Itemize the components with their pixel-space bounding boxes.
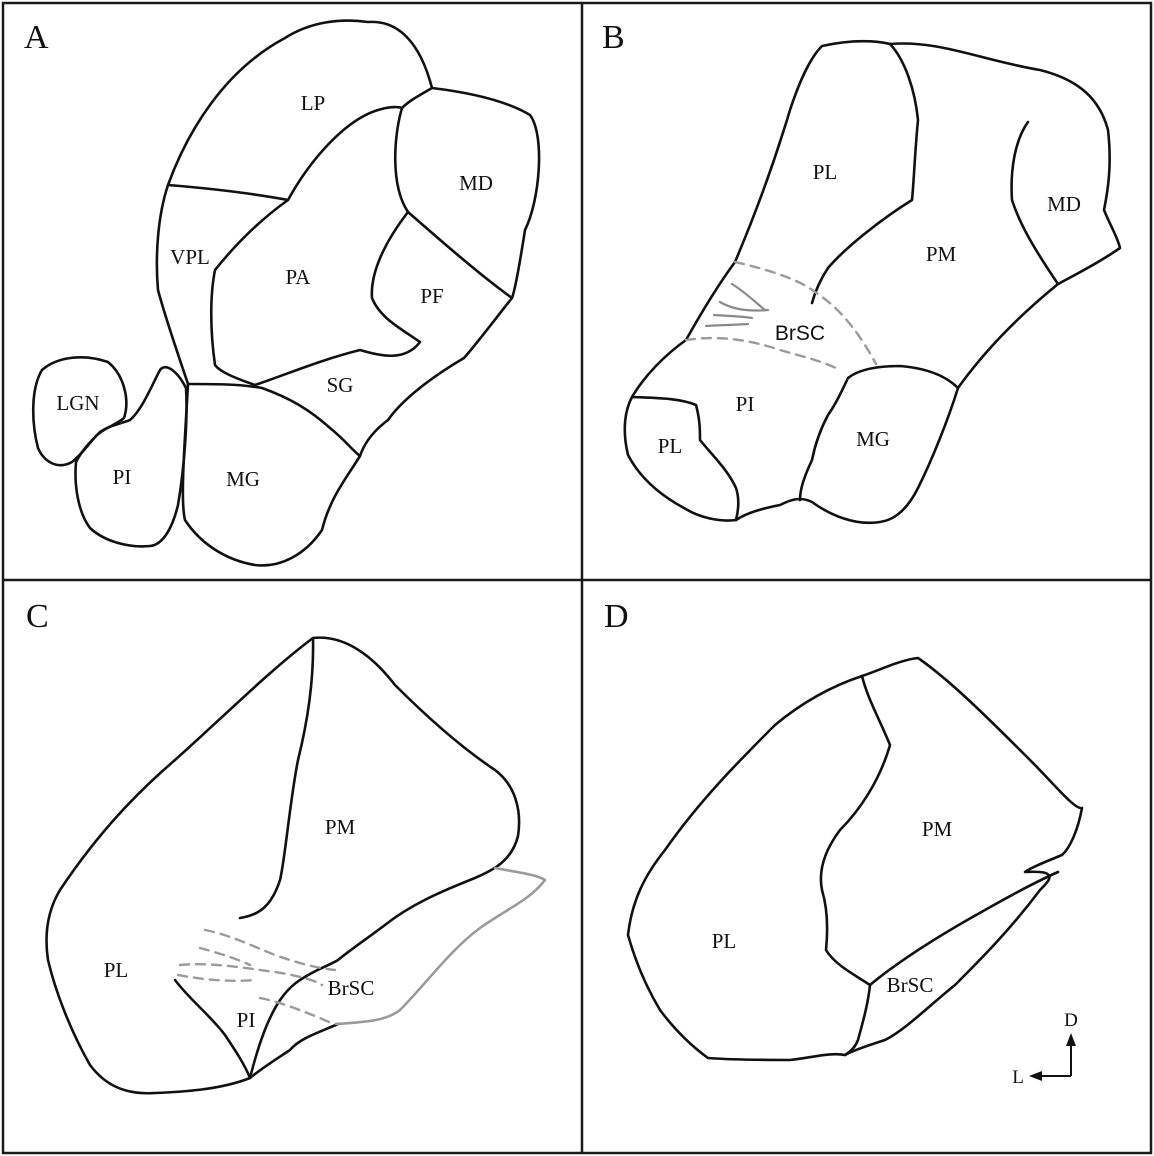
label-md-b: MD xyxy=(1047,192,1081,216)
brsc-dash-c-5 xyxy=(260,998,338,1024)
label-brsc-d: BrSC xyxy=(887,973,934,997)
label-pl-b-top: PL xyxy=(813,160,838,184)
label-lgn: LGN xyxy=(56,391,99,415)
panel-d-main-outline xyxy=(628,658,1082,1060)
boundary-d-pl-pm xyxy=(821,676,890,985)
brsc-fiber-4 xyxy=(706,324,748,326)
panel-letter-b: B xyxy=(602,19,625,56)
label-md-a: MD xyxy=(459,171,493,195)
boundary-c-pl-pm xyxy=(240,638,313,918)
label-mg-a: MG xyxy=(226,467,260,491)
brsc-dash-c-1 xyxy=(205,930,335,970)
label-pf: PF xyxy=(420,284,443,308)
label-pl-d: PL xyxy=(712,929,737,953)
panel-letter-d: D xyxy=(604,598,629,635)
label-sg: SG xyxy=(327,373,354,397)
orientation-indicator: D L xyxy=(1012,1010,1078,1088)
panel-letter-a: A xyxy=(24,19,49,56)
label-pi-c: PI xyxy=(237,1008,256,1032)
boundary-lp-md xyxy=(402,88,432,108)
boundary-d-brsc-lower xyxy=(845,985,870,1055)
label-lp: LP xyxy=(301,91,326,115)
label-mg-b: MG xyxy=(856,427,890,451)
brsc-dash-c-3 xyxy=(180,964,322,985)
label-pi-b: PI xyxy=(736,392,755,416)
label-pm-d: PM xyxy=(922,817,953,841)
lateral-label: L xyxy=(1012,1067,1024,1088)
dorsal-arrow-icon xyxy=(1066,1033,1076,1046)
brsc-fiber-3 xyxy=(714,315,752,318)
panel-a: A LP MD VPL PA PF SG LGN PI MG xyxy=(24,19,539,565)
brsc-dash-c-4 xyxy=(178,975,255,981)
label-pl-b-bottom: PL xyxy=(658,434,683,458)
panel-d: D PM PL BrSC D L xyxy=(604,598,1082,1088)
label-pm-b: PM xyxy=(926,242,957,266)
dorsal-label: D xyxy=(1064,1010,1078,1031)
label-brsc-b: BrSC xyxy=(775,322,825,345)
panel-a-main-outline xyxy=(157,21,539,566)
boundary-d-brsc xyxy=(870,872,1058,985)
panel-letter-c: C xyxy=(26,598,49,635)
label-vpl: VPL xyxy=(170,245,210,269)
boundary-pa-outline xyxy=(211,107,420,385)
panel-b: B PL MD PM BrSC PI PL MG xyxy=(602,19,1120,523)
lateral-arrow-icon xyxy=(1029,1071,1042,1081)
label-brsc-c: BrSC xyxy=(328,976,375,1000)
label-pa: PA xyxy=(286,265,312,289)
label-pm-c: PM xyxy=(325,815,356,839)
boundary-pl-bottom xyxy=(632,397,738,520)
brsc-dash-c-2 xyxy=(200,948,250,965)
panel-c: C PM PL BrSC PI xyxy=(26,598,545,1093)
brsc-fiber-1 xyxy=(732,284,765,310)
boundary-lp-bottom xyxy=(168,185,288,200)
label-pi-a: PI xyxy=(113,465,132,489)
brsc-upper-dash xyxy=(735,262,876,364)
label-pl-c: PL xyxy=(104,958,129,982)
